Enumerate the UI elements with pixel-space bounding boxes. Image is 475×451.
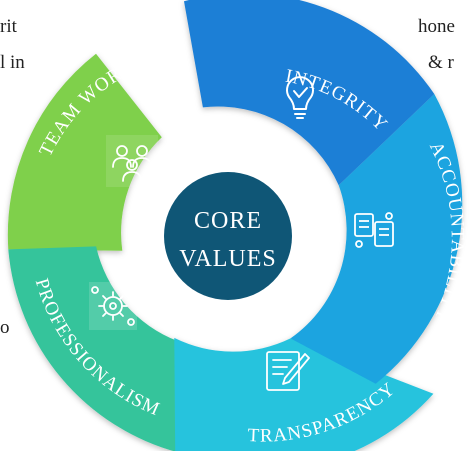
lightbulb-check-icon (286, 76, 314, 119)
segment-transparency (174, 337, 434, 451)
core-circle (164, 172, 292, 300)
segment-team-work (7, 53, 162, 251)
left-text-fragment-3: o (0, 317, 10, 338)
left-text-fragment-1: rit (0, 16, 17, 37)
gear-idea-icon (89, 282, 137, 330)
team-people-icon (106, 135, 158, 187)
right-text-fragment-2: & r (428, 52, 454, 73)
core-label-line-2: VALUES (179, 246, 277, 272)
segment-professionalism (8, 246, 179, 451)
edit-document-icon (266, 351, 310, 391)
segment-integrity (184, 0, 435, 186)
clipboard-documents-icon (354, 212, 394, 248)
right-text-fragment-1: hone (418, 16, 455, 37)
core-label-line-1: CORE (194, 208, 262, 234)
left-text-fragment-2: l in (0, 52, 25, 73)
segment-accountability (290, 94, 463, 384)
